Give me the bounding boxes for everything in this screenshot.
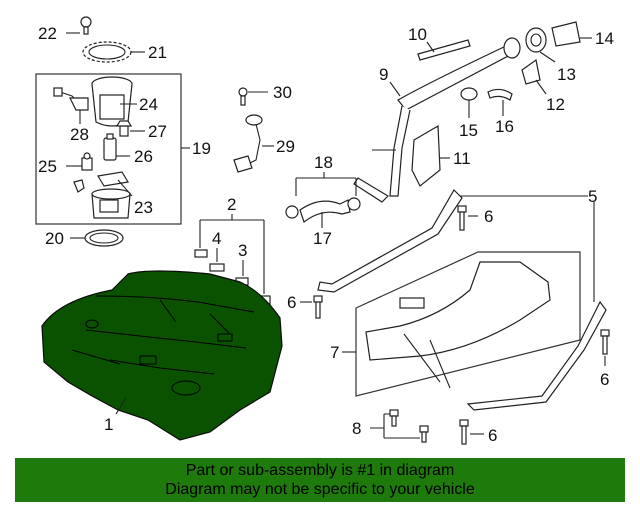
filler-neck-seal-strip[interactable] [417, 39, 471, 61]
vent-hose[interactable] [487, 88, 513, 101]
callout-23[interactable]: 23 [134, 198, 153, 217]
callout-18[interactable]: 18 [314, 153, 333, 172]
callout-20[interactable]: 20 [45, 229, 64, 248]
callout-25[interactable]: 25 [38, 157, 57, 176]
fuel-pump-assembly[interactable] [53, 76, 133, 127]
tank-strap-left[interactable] [317, 189, 463, 293]
clip-bolt[interactable] [389, 409, 399, 427]
callout-24[interactable]: 24 [139, 95, 158, 114]
fuel-pump-reservoir[interactable] [91, 188, 131, 219]
parts-diagram: 19 24 28 27 26 25 23 [35, 16, 614, 445]
callout-26[interactable]: 26 [134, 147, 153, 166]
diagram-note-banner: Part or sub-assembly is #1 in diagram Di… [15, 458, 625, 502]
hose-clamp[interactable] [347, 197, 361, 211]
fuel-filter[interactable] [103, 133, 117, 161]
filler-bracket[interactable] [411, 124, 441, 187]
callout-4[interactable]: 4 [212, 229, 221, 248]
callout-11[interactable]: 11 [453, 149, 471, 168]
pad-2a[interactable] [194, 249, 208, 258]
note-line-1: Part or sub-assembly is #1 in diagram [185, 462, 455, 479]
callout-30[interactable]: 30 [273, 83, 292, 102]
callout-7[interactable]: 7 [330, 343, 339, 362]
callout-9[interactable]: 9 [379, 65, 388, 84]
pump-bracket[interactable] [69, 97, 89, 111]
callout-6b[interactable]: 6 [287, 293, 296, 312]
callout-6d[interactable]: 6 [488, 426, 497, 445]
callout-29[interactable]: 29 [276, 137, 295, 156]
pad-4[interactable] [209, 263, 225, 272]
fuel-cap[interactable] [551, 21, 581, 47]
callout-28[interactable]: 28 [70, 125, 89, 144]
strap-bolt[interactable] [457, 205, 467, 231]
gasket-ring[interactable] [82, 41, 132, 63]
strap-bolt[interactable] [459, 419, 469, 445]
callout-6a[interactable]: 6 [484, 207, 493, 226]
callout-27[interactable]: 27 [148, 122, 167, 141]
callout-6c[interactable]: 6 [600, 370, 609, 389]
callout-16[interactable]: 16 [495, 117, 514, 136]
filler-hose[interactable] [299, 199, 351, 223]
callout-14[interactable]: 14 [595, 29, 614, 48]
hose-clamp[interactable] [285, 205, 299, 219]
clip[interactable] [73, 179, 85, 193]
note-line-2: Diagram may not be specific to your vehi… [165, 481, 475, 498]
callout-19[interactable]: 19 [192, 139, 211, 158]
housing-bracket[interactable] [521, 58, 541, 85]
callout-5[interactable]: 5 [588, 187, 597, 206]
check-valve[interactable] [81, 152, 93, 171]
callout-12[interactable]: 12 [546, 95, 565, 114]
callout-1[interactable]: 1 [104, 415, 113, 434]
callout-10[interactable]: 10 [408, 25, 427, 44]
seal-ring[interactable] [84, 229, 124, 247]
heat-shield[interactable] [365, 261, 551, 361]
callout-3[interactable]: 3 [238, 241, 247, 260]
filler-housing[interactable] [525, 27, 547, 53]
callout-13[interactable]: 13 [557, 65, 576, 84]
callout-17[interactable]: 17 [313, 229, 332, 248]
bolt[interactable] [238, 87, 248, 106]
filler-pipe[interactable] [353, 37, 521, 203]
clip-bolt[interactable] [419, 425, 429, 443]
callout-2[interactable]: 2 [227, 195, 236, 214]
strap-bolt[interactable] [600, 329, 610, 355]
fuel-tank[interactable] [41, 270, 283, 441]
callout-8[interactable]: 8 [352, 419, 361, 438]
strap-bolt[interactable] [313, 295, 323, 319]
grommet[interactable] [460, 87, 478, 101]
fuel-sender[interactable] [115, 120, 133, 137]
callout-21[interactable]: 21 [148, 43, 167, 62]
heat-shield-pad[interactable] [399, 297, 425, 309]
fuel-level-sender[interactable] [233, 114, 263, 173]
tank-strap-right[interactable] [466, 300, 607, 411]
screw[interactable] [80, 16, 92, 35]
callout-15[interactable]: 15 [459, 121, 478, 140]
callout-22[interactable]: 22 [38, 24, 57, 43]
